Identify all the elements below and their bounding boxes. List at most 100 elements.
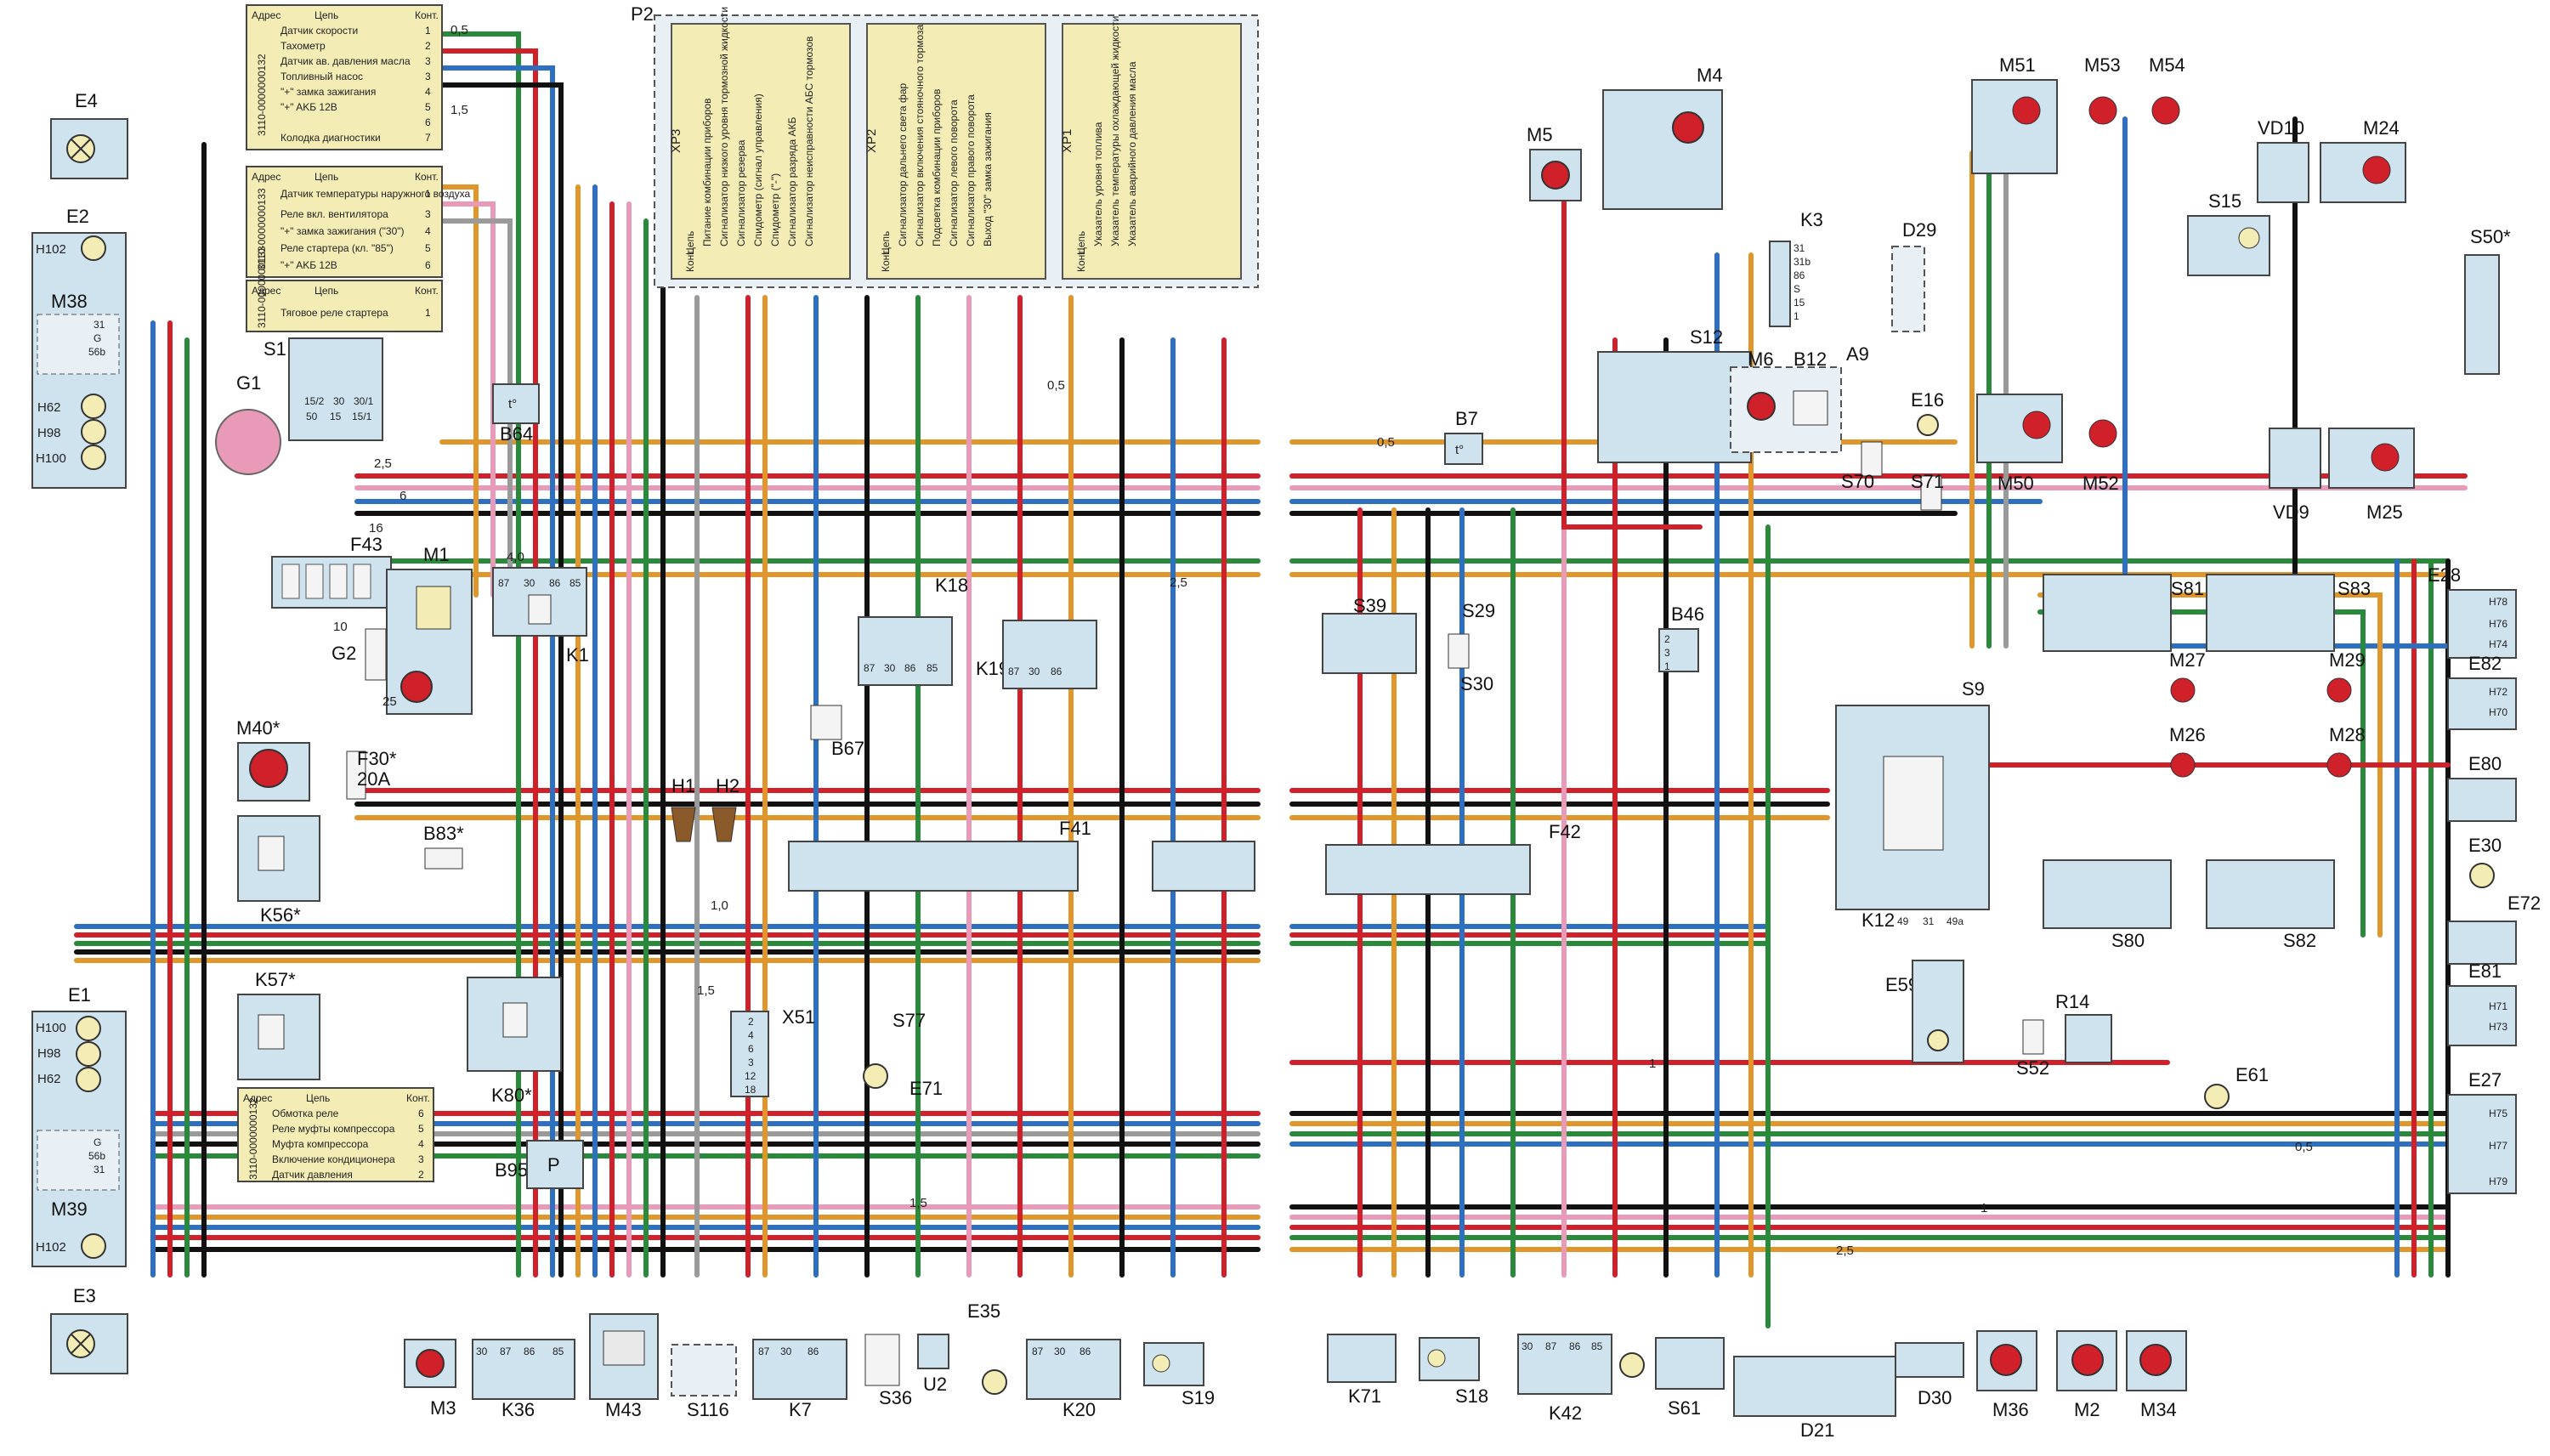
wire-harness — [439, 184, 479, 598]
k20-pin-87: 87 — [1032, 1346, 1044, 1357]
resistor-r14: R14 — [2055, 991, 2112, 1063]
wire-harness — [439, 82, 564, 1278]
label-k18: K18 — [935, 575, 968, 596]
label-k57: K57* — [255, 969, 296, 990]
label-k56: K56* — [260, 904, 301, 926]
xp1-cont-header: Конт. — [1075, 248, 1087, 272]
table-top-r3c: 3 — [425, 71, 431, 82]
label-d30: D30 — [1918, 1387, 1952, 1408]
wire-harness — [439, 65, 555, 1278]
horns: H1 H2 — [671, 775, 740, 842]
rear-lamp-e72: E72 — [2447, 892, 2541, 965]
table-mid-h3: Конт. — [415, 171, 439, 183]
table-small-r0c: 1 — [425, 307, 431, 319]
e2-pin-h62: H62 — [37, 400, 61, 415]
ignition-switch-s1: S1 15/2 30 30/1 50 15 15/1 — [264, 337, 383, 441]
x51-pin-2: 2 — [748, 1016, 754, 1028]
label-s15: S15 — [2208, 190, 2241, 212]
table-bottom-r2: Муфта компрессора — [272, 1138, 369, 1150]
table-top-r5c: 5 — [425, 101, 431, 113]
relay-k7: 87 30 86 K7 — [752, 1339, 847, 1420]
motor-m36: M36 — [1976, 1330, 2037, 1420]
sensor-b67: B67 — [810, 705, 864, 759]
table-top-address: 3110-0000000132 — [256, 54, 268, 136]
label-m51: M51 — [1999, 54, 2036, 76]
table-bottom-h1: Адрес — [243, 1092, 272, 1104]
e81-pin-h73: H73 — [2489, 1021, 2508, 1033]
relay-k19: K19 87 30 86 — [976, 620, 1097, 689]
label-m27: M27 — [2169, 649, 2206, 671]
e28-pin-h74: H74 — [2489, 638, 2508, 650]
switch-s82: S82 — [2206, 859, 2335, 951]
label-s82: S82 — [2283, 930, 2316, 951]
wire-label: 1,5 — [697, 983, 715, 998]
xp1-row1: Указатель температуры охлаждающей жидкос… — [1109, 16, 1121, 246]
k20-pin-86: 86 — [1080, 1346, 1091, 1357]
e2-pin-h98: H98 — [37, 426, 61, 440]
xp3-row1: Сигнализатор низкого уровня тормозной жи… — [718, 7, 730, 246]
label-m36: M36 — [1992, 1399, 2029, 1420]
label-m4: M4 — [1697, 65, 1723, 86]
label-f43: F43 — [350, 534, 382, 555]
m39-lamp-h102: H102 — [36, 1240, 66, 1255]
table-bottom-r4: Датчик давления — [272, 1169, 353, 1181]
table-bottom-r1: Реле муфты компрессора — [272, 1123, 395, 1135]
k36-pin-86: 86 — [524, 1346, 536, 1357]
xp2-row5: Выход "30" замка зажигания — [982, 112, 994, 246]
label-e3: E3 — [73, 1285, 96, 1306]
table-top-r1c: 2 — [425, 40, 431, 52]
switch-s61: S61 — [1619, 1337, 1725, 1419]
relay-k1: 87 30 86 85 K1 — [492, 567, 589, 666]
k42-pin-86: 86 — [1569, 1340, 1581, 1352]
xp3-row0: Питание комбинации приборов — [701, 98, 713, 246]
connector-d29: D29 — [1891, 219, 1936, 332]
label-f42: F42 — [1549, 821, 1581, 842]
label-m54: M54 — [2149, 54, 2185, 76]
s1-pin-15: 15 — [330, 411, 342, 422]
label-d21: D21 — [1800, 1419, 1834, 1441]
label-e82: E82 — [2468, 653, 2502, 674]
relay-k56: K56* — [237, 815, 320, 926]
relay-k36: 30 87 86 85 K36 — [472, 1339, 575, 1420]
label-m5: M5 — [1527, 124, 1553, 145]
table-bottom-r2c: 4 — [418, 1138, 424, 1150]
wire-harness — [439, 31, 521, 1278]
k18-pin-87: 87 — [864, 662, 876, 674]
label-s52: S52 — [2016, 1057, 2049, 1079]
k42-pin-30: 30 — [1522, 1340, 1533, 1352]
switch-s80: S80 — [2043, 859, 2172, 951]
starter-m1: M1 — [386, 544, 473, 715]
motor-m2: M2 — [2056, 1330, 2117, 1420]
table-mid-r1: Реле вкл. вентилятора — [280, 208, 388, 220]
table-top-h1: Адрес — [252, 9, 280, 21]
table-top: Адрес Цепь Конт. Датчик скорости 1 Тахом… — [246, 4, 443, 150]
k3-pin-1: 1 — [1794, 310, 1799, 322]
label-s83: S83 — [2338, 578, 2371, 599]
battery-g2: G2 — [332, 628, 387, 681]
table-top-h3: Конт. — [415, 9, 439, 21]
label-vd10: VD10 — [2258, 117, 2304, 139]
svg-text:t°: t° — [508, 397, 517, 411]
motor-m54: M54 — [2149, 54, 2185, 125]
relay-k20: 87 30 86 K20 — [1026, 1339, 1121, 1420]
k7-pin-30: 30 — [780, 1346, 792, 1357]
connector-x51: 2 4 6 3 12 18 X51 — [730, 1006, 815, 1097]
rear-lamp-e80: E80 — [2447, 753, 2517, 822]
table-mid: Адрес Цепь Конт. Датчик температуры нару… — [246, 166, 471, 278]
label-m53: M53 — [2084, 54, 2121, 76]
wire-label: 16 — [369, 521, 383, 535]
wire-label: 1 — [1980, 1201, 1987, 1215]
wire-harness — [439, 218, 513, 598]
label-e1: E1 — [68, 984, 91, 1006]
headlamp-e1: E1 H100 H98 H62 G 56b 31 M39 H102 — [31, 984, 127, 1267]
lamp-e35: E35 — [967, 1300, 1007, 1395]
sensor-b64: t° B64 — [492, 383, 540, 445]
table-bottom-r3: Включение кондиционера — [272, 1153, 395, 1165]
b46-pin-3: 3 — [1664, 647, 1670, 659]
table-bottom-address: 3110-0000000132 — [247, 1097, 259, 1180]
wire-harness — [439, 48, 538, 1278]
switch-s39: S39 — [1322, 595, 1417, 674]
label-e80: E80 — [2468, 753, 2502, 774]
table-mid-r0: Датчик температуры наружного воздуха — [280, 188, 471, 200]
fuse-f30: F30* 20A — [346, 748, 397, 800]
